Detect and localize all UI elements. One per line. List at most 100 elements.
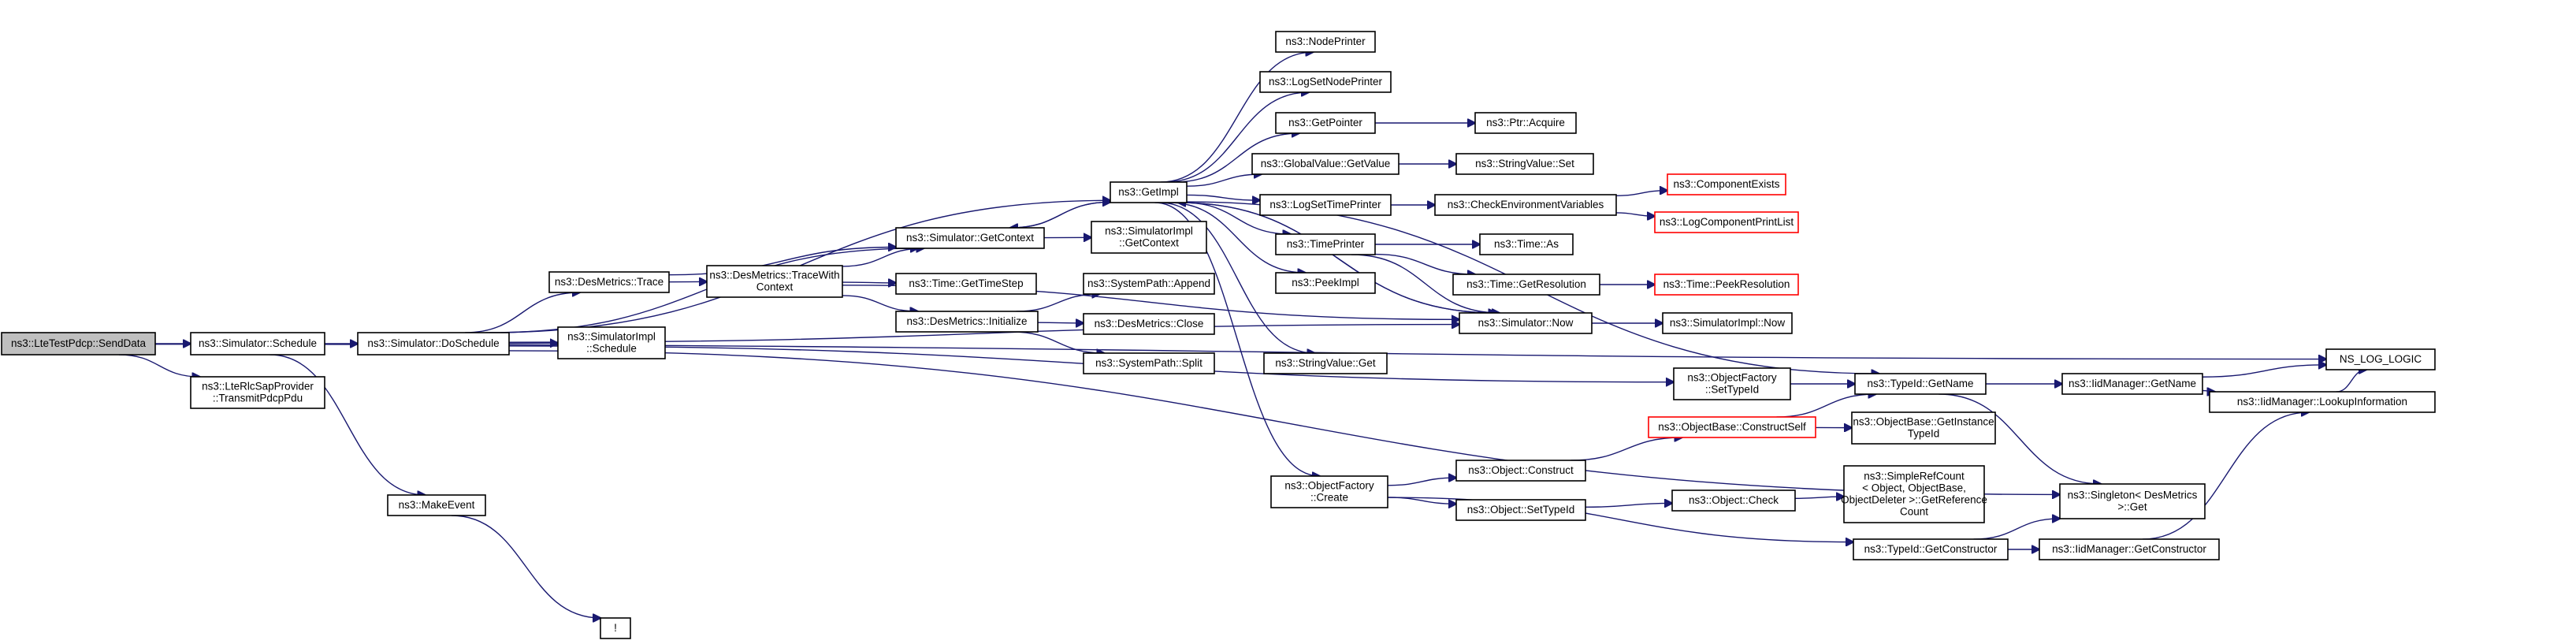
node-nslog[interactable]: NS_LOG_LOGIC <box>2325 348 2436 370</box>
node-getcontext[interactable]: ns3::Simulator::GetContext <box>895 227 1045 249</box>
node-box <box>706 265 843 298</box>
edge-path <box>451 515 600 618</box>
edge-checkenv-to-compexists <box>1615 191 1667 196</box>
node-label: ns3::Ptr::Acquire <box>1486 117 1565 128</box>
node-getres[interactable]: ns3::Time::GetResolution <box>1452 274 1600 296</box>
edge-getimpl-to-logsettime <box>1186 194 1260 200</box>
node-label: ! <box>614 622 617 634</box>
node-simplerefcount[interactable]: ns3::SimpleRefCount< Object, ObjectBase,… <box>1841 465 1987 523</box>
node-initialize[interactable]: ns3::DesMetrics::Initialize <box>895 311 1039 333</box>
node-nodeprinter[interactable]: ns3::NodePrinter <box>1275 31 1376 53</box>
edge-path <box>842 248 924 267</box>
node-label: NS_LOG_LOGIC <box>2340 353 2422 365</box>
node-box <box>548 271 670 293</box>
node-box <box>1474 112 1577 134</box>
edge-tracewith-to-getcontext <box>842 248 924 267</box>
node-logsettime[interactable]: ns3::LogSetTimePrinter <box>1259 194 1392 216</box>
edge-tidgetname-to-singleton <box>1939 393 2101 484</box>
edge-path <box>465 292 580 333</box>
edge-doschedule-to-simnow <box>508 325 1459 343</box>
node-iidgetctor[interactable]: ns3::IidManager::GetConstructor <box>2039 538 2220 560</box>
node-label: ns3::SimulatorImpl::Now <box>1670 317 1786 329</box>
node-label: ns3::SimpleRefCount <box>1864 471 1965 482</box>
node-ofcreate[interactable]: ns3::ObjectFactory::Create <box>1270 475 1388 508</box>
edge-constructself-to-tidgetname <box>1776 394 1875 418</box>
edge-doschedule-to-singleton <box>508 350 2060 495</box>
node-box <box>1452 274 1600 296</box>
node-tidgetname[interactable]: ns3::TypeId::GetName <box>1854 373 1987 395</box>
edge-path <box>1168 202 1306 273</box>
node-label: ObjectDeleter >::GetReference <box>1841 494 1987 506</box>
node-box <box>1091 221 1207 254</box>
edge-path <box>1615 191 1667 196</box>
node-tidgetctor[interactable]: ns3::TypeId::GetConstructor <box>1853 538 2009 560</box>
node-desmtrace[interactable]: ns3::DesMetrics::Trace <box>548 271 670 293</box>
node-getimpl[interactable]: ns3::GetImpl <box>1110 181 1188 203</box>
node-timeas[interactable]: ns3::Time::As <box>1479 233 1574 255</box>
node-box <box>1455 153 1594 175</box>
node-lookup[interactable]: ns3::IidManager::LookupInformation <box>2209 391 2436 413</box>
node-box <box>1110 181 1188 203</box>
edge-path <box>1939 393 2101 484</box>
edge-path <box>1178 203 1496 314</box>
node-label: ns3::DesMetrics::Initialize <box>906 315 1027 327</box>
node-label: ns3::DesMetrics::Trace <box>555 276 664 288</box>
node-singleton[interactable]: ns3::Singleton< DesMetrics >::Get <box>2059 483 2206 519</box>
node-peekimpl[interactable]: ns3::PeekImpl <box>1275 272 1376 294</box>
node-box <box>1 332 156 356</box>
node-label: ns3::Simulator::Now <box>1478 317 1574 329</box>
node-append[interactable]: ns3::SystemPath::Append <box>1083 273 1215 295</box>
node-compexists[interactable]: ns3::ComponentExists <box>1667 173 1786 195</box>
node-label: ns3::IidManager::GetConstructor <box>2052 543 2206 555</box>
node-label: ns3::GlobalValue::GetValue <box>1261 158 1391 169</box>
node-objsettypeid[interactable]: ns3::Object::SetTypeId <box>1455 499 1586 521</box>
node-svset[interactable]: ns3::StringValue::Set <box>1455 153 1594 175</box>
node-constructself[interactable]: ns3::ObjectBase::ConstructSelf <box>1648 416 1816 438</box>
node-root[interactable]: ns3::LteTestPdcp::SendData <box>1 332 156 356</box>
node-box <box>1275 233 1376 255</box>
node-simimplnow[interactable]: ns3::SimulatorImpl::Now <box>1662 312 1793 334</box>
node-iidgetname[interactable]: ns3::IidManager::GetName <box>2061 373 2203 395</box>
node-ofsettypeid[interactable]: ns3::ObjectFactory::SetTypeId <box>1673 367 1791 400</box>
node-box <box>387 494 486 516</box>
node-box <box>190 332 325 356</box>
node-box <box>1083 352 1215 374</box>
edge-iidgetname-to-nslog <box>2202 365 2326 378</box>
node-label: ns3::Time::As <box>1494 238 1559 250</box>
node-logcomplist[interactable]: ns3::LogComponentPrintList <box>1654 211 1799 233</box>
node-label: ns3::LteTestPdcp::SendData <box>11 337 147 349</box>
node-timestep[interactable]: ns3::Time::GetTimeStep <box>895 273 1037 295</box>
node-schedule[interactable]: ns3::Simulator::Schedule <box>190 332 325 356</box>
node-transmit[interactable]: ns3::LteRlcSapProvider::TransmitPdcpPdu <box>190 376 325 409</box>
edge-getimpl-to-logsetnode <box>1165 92 1309 183</box>
edge-path <box>1186 194 1260 200</box>
node-close[interactable]: ns3::DesMetrics::Close <box>1083 313 1215 335</box>
node-box <box>895 311 1039 333</box>
node-label: Count <box>1900 506 1928 518</box>
node-box <box>1275 112 1376 134</box>
node-simimplsched[interactable]: ns3::SimulatorImpl::Schedule <box>557 326 666 359</box>
node-simimplctx[interactable]: ns3::SimulatorImpl::GetContext <box>1091 221 1207 254</box>
node-peekres[interactable]: ns3::Time::PeekResolution <box>1654 274 1799 296</box>
node-makeevent[interactable]: ns3::MakeEvent <box>387 494 486 516</box>
node-gvgetvalue[interactable]: ns3::GlobalValue::GetValue <box>1251 153 1400 175</box>
node-box <box>1263 352 1388 374</box>
edge-makeevent-to-excl <box>451 515 600 618</box>
node-split[interactable]: ns3::SystemPath::Split <box>1083 352 1215 374</box>
node-label: Context <box>756 281 794 293</box>
node-objcheck[interactable]: ns3::Object::Check <box>1671 490 1796 512</box>
node-objconstruct[interactable]: ns3::Object::Construct <box>1455 460 1586 482</box>
node-checkenv[interactable]: ns3::CheckEnvironmentVariables <box>1434 194 1617 216</box>
node-getpointer[interactable]: ns3::GetPointer <box>1275 112 1376 134</box>
node-simnow[interactable]: ns3::Simulator::Now <box>1459 312 1593 334</box>
node-doschedule[interactable]: ns3::Simulator::DoSchedule <box>357 332 510 356</box>
node-excl[interactable]: ! <box>600 617 631 639</box>
node-svget[interactable]: ns3::StringValue::Get <box>1263 352 1388 374</box>
node-box <box>1083 273 1215 295</box>
node-logsetnode[interactable]: ns3::LogSetNodePrinter <box>1259 71 1392 93</box>
node-ptracquire[interactable]: ns3::Ptr::Acquire <box>1474 112 1577 134</box>
node-timeprinter[interactable]: ns3::TimePrinter <box>1275 233 1376 255</box>
node-box <box>2325 348 2436 370</box>
